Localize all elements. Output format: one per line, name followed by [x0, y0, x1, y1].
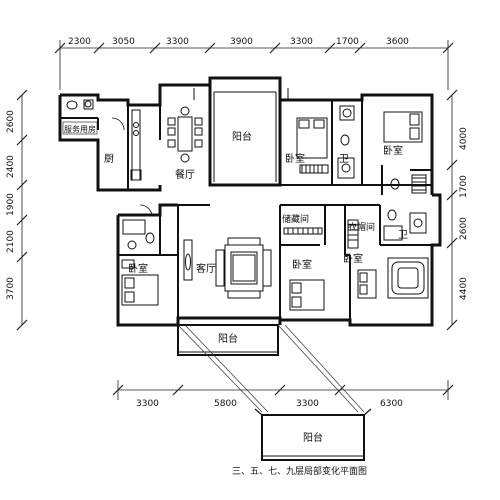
- label-living: 客厅: [196, 262, 216, 275]
- storage-shelves: [283, 227, 323, 235]
- balcony-detail: [254, 408, 372, 461]
- bottom-ticks: [112, 384, 454, 396]
- kitchen-door: [111, 117, 125, 131]
- left-ticks: [16, 89, 28, 331]
- label-storage: 储藏间: [282, 213, 309, 225]
- label-balcony-detail: 阳台: [303, 431, 323, 444]
- dim-top-2: 3050: [112, 37, 135, 47]
- label-bedroom-lower-right: 卧室: [343, 252, 363, 265]
- label-dining: 餐厅: [175, 168, 195, 181]
- label-balcony-top: 阳台: [232, 130, 252, 143]
- dim-left-4: 2100: [6, 230, 16, 253]
- bed-lower-mid: [289, 279, 325, 311]
- dim-top-5: 3300: [290, 37, 313, 47]
- left-door-arc: [139, 204, 153, 216]
- dim-bottom-4: 6300: [380, 399, 403, 409]
- bath-right-fixtures: [383, 209, 427, 241]
- living-sofa-set: [183, 237, 272, 299]
- label-service: 服务用房: [64, 124, 96, 134]
- right-ticks: [446, 89, 458, 331]
- bed-upper-right: [383, 111, 427, 194]
- bath-upper-fixtures: [337, 105, 355, 179]
- dim-left-5: 3700: [6, 277, 16, 300]
- dim-left-2: 2400: [6, 155, 16, 178]
- label-bedroom-upper-mid: 卧室: [285, 152, 305, 165]
- service-bath: [66, 99, 94, 110]
- dim-right-3: 2600: [459, 217, 469, 240]
- label-bath-upper: 卫: [339, 154, 349, 165]
- bath-left-fixtures: [122, 219, 155, 250]
- exterior-walls: [58, 76, 442, 327]
- projection-lines: [177, 324, 365, 413]
- label-kitchen: 厨: [104, 153, 114, 165]
- label-bath-right: 卫: [398, 230, 408, 241]
- dim-top-7: 3600: [386, 37, 409, 47]
- plan-caption: 三、五、七、九层局部变化平面图: [232, 465, 367, 477]
- dim-left-1: 2600: [6, 110, 16, 133]
- bed-lower-right: [357, 257, 429, 299]
- dining-table: [167, 106, 203, 163]
- cloak-fixtures: [347, 219, 359, 249]
- dim-bottom-2: 5800: [214, 399, 237, 409]
- label-balcony-bottom: 阳台: [218, 332, 238, 345]
- bed-left: [121, 259, 159, 306]
- bed-upper-mid: [296, 117, 329, 174]
- dim-bottom-3: 3300: [296, 399, 319, 409]
- dim-right-1: 4000: [459, 127, 469, 150]
- dim-top-6: 1700: [336, 37, 359, 47]
- room-labels: 服务用房 厨 餐厅 阳台 卧室 卫 卧室 卧室 客厅 储藏间 衣帽间 卫 卧室 …: [62, 121, 408, 444]
- label-bedroom-left: 卧室: [128, 262, 148, 275]
- dim-top-4: 3900: [230, 37, 253, 47]
- dim-top-3: 3300: [166, 37, 189, 47]
- kitchen-counter: [130, 109, 142, 181]
- dim-left-3: 1900: [6, 193, 16, 216]
- label-cloak: 衣帽间: [348, 221, 375, 233]
- label-bedroom-upper-right: 卧室: [383, 144, 403, 157]
- top-ticks: [54, 42, 454, 54]
- label-bedroom-lower-mid: 卧室: [292, 258, 312, 271]
- dim-top-1: 2300: [68, 37, 91, 47]
- dim-right-2: 1700: [459, 175, 469, 198]
- interior-walls: [60, 100, 432, 325]
- balcony-top-detail: [193, 88, 289, 182]
- dim-right-4: 4400: [459, 277, 469, 300]
- dim-bottom-1: 3300: [136, 399, 159, 409]
- balcony-bottom: [177, 324, 279, 356]
